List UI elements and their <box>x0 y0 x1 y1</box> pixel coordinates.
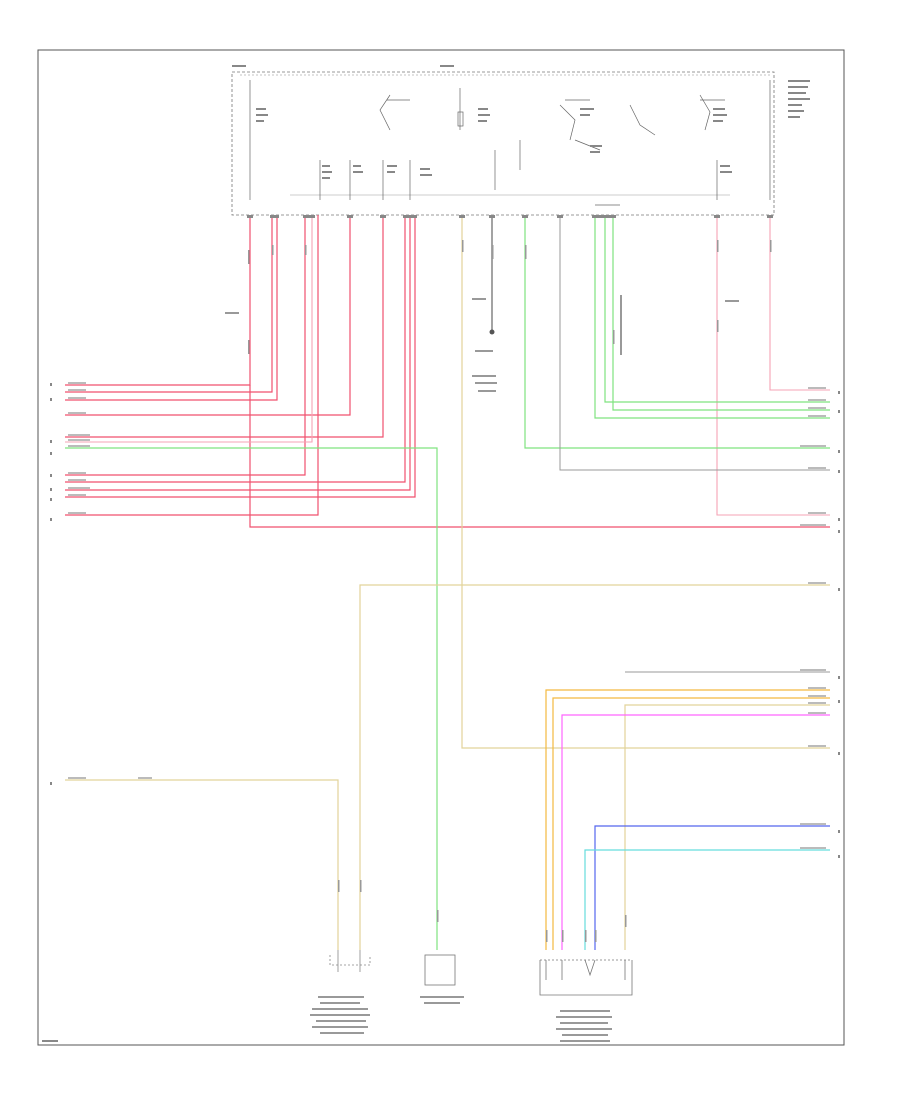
orange-wires <box>545 689 830 950</box>
blue-wire <box>594 825 830 950</box>
tan-wires <box>65 215 830 950</box>
pink-wires-left <box>65 215 830 516</box>
right-wire-tags <box>800 387 826 849</box>
wire-label-marks <box>225 240 772 942</box>
sensor-wire <box>489 215 495 335</box>
left-wire-tags <box>68 382 152 779</box>
gray-wires <box>559 215 830 673</box>
edge-pin-marks <box>50 383 840 858</box>
diagram-frame <box>37 49 845 1046</box>
red-wires-left <box>65 215 830 528</box>
control-module-box <box>231 65 810 216</box>
automatic-transmission <box>420 954 464 1004</box>
green-wires <box>65 215 830 950</box>
module-pins <box>247 215 773 218</box>
page-code-mark <box>42 1040 58 1042</box>
internal-label-marks <box>232 65 810 179</box>
cyan-wire <box>584 849 830 950</box>
internal-switches <box>249 80 771 206</box>
magenta-wire <box>561 714 830 950</box>
transmission-connector <box>310 950 371 1034</box>
range-switch <box>539 959 633 1042</box>
